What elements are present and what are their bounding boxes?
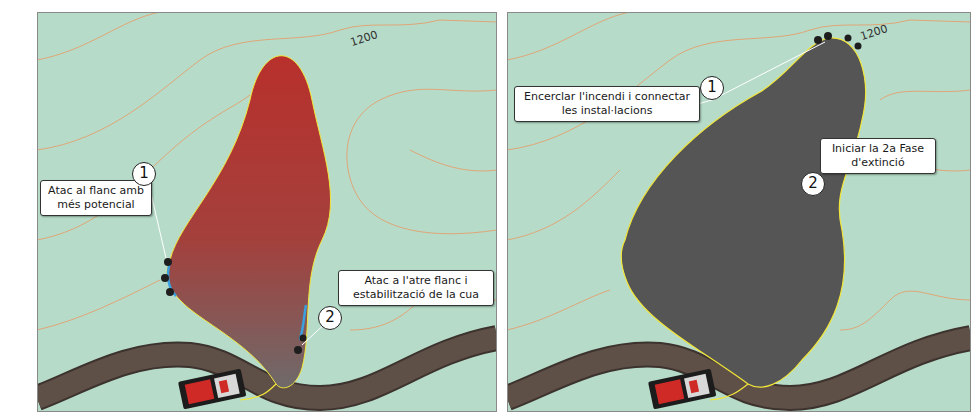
callout-number: 2 [318,306,342,330]
callout-number: 1 [700,76,724,100]
callout-number: 2 [801,172,825,196]
callout-box: Iniciar la 2a Fase d'extinció [820,138,936,174]
callout-box: Atac al flanc amb més potencial [40,180,152,216]
callout-text: Iniciar la 2a Fase d'extinció [827,142,929,170]
callout-text: Encerclar l'incendi i connectar les inst… [521,90,693,118]
callout-text: Atac a l'atre flanc i estabilització de … [345,274,487,302]
callout-box: Atac a l'atre flanc i estabilització de … [338,270,494,306]
callout-number-text: 2 [319,307,341,328]
callout-number-text: 1 [701,77,723,98]
callout-text: Atac al flanc amb més potencial [47,184,145,212]
callout-number-text: 1 [133,163,155,184]
callout-number: 1 [132,162,156,186]
callout-number-text: 2 [802,173,824,194]
callout-box: Encerclar l'incendi i connectar les inst… [514,86,700,122]
